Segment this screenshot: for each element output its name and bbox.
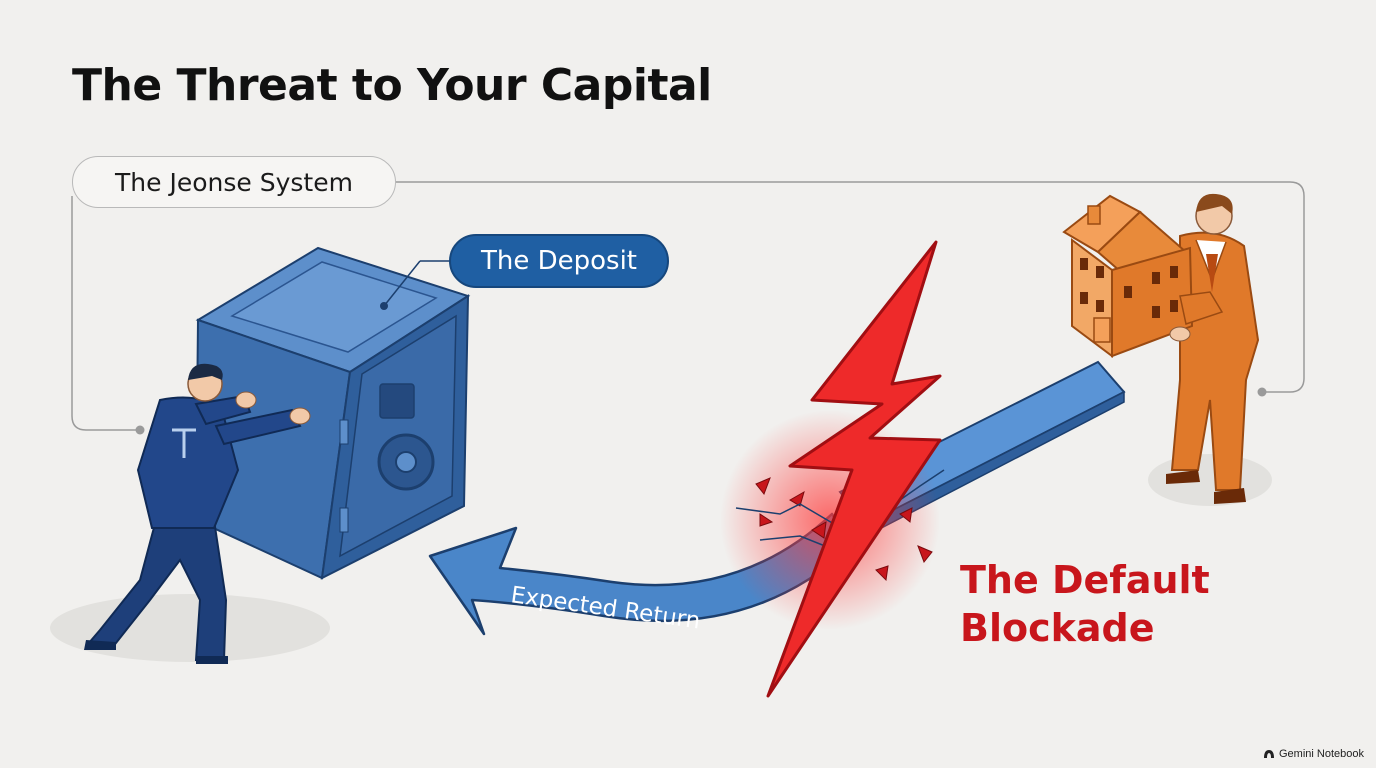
tenant-icon bbox=[84, 363, 311, 664]
blockade-line-2: Blockade bbox=[960, 606, 1155, 650]
page-title: The Threat to Your Capital bbox=[72, 60, 712, 111]
house-icon bbox=[1062, 194, 1194, 358]
bracket-endpoint bbox=[1257, 387, 1267, 397]
deposit-leader-dot bbox=[380, 302, 388, 310]
landlord-hands bbox=[1169, 291, 1224, 342]
bracket-endpoint bbox=[135, 425, 145, 435]
safe-icon bbox=[194, 246, 471, 580]
system-bracket-line bbox=[71, 181, 1305, 431]
fracture-shards bbox=[755, 477, 933, 582]
blockade-line-1: The Default bbox=[960, 558, 1210, 602]
default-blockade-label: The Default Blockade bbox=[960, 556, 1210, 652]
deposit-leader-line bbox=[383, 260, 421, 307]
crack-lines bbox=[735, 469, 945, 549]
expected-return-arrow bbox=[428, 512, 854, 636]
tenant-shadow bbox=[50, 594, 330, 662]
watermark: Gemini Notebook bbox=[1263, 748, 1364, 760]
watermark-text: Gemini Notebook bbox=[1279, 748, 1364, 760]
deposit-label: The Deposit bbox=[449, 234, 669, 288]
gemini-logo-icon bbox=[1264, 750, 1274, 758]
jeonse-system-label: The Jeonse System bbox=[72, 156, 396, 208]
lightning-bolt-icon bbox=[766, 240, 942, 698]
